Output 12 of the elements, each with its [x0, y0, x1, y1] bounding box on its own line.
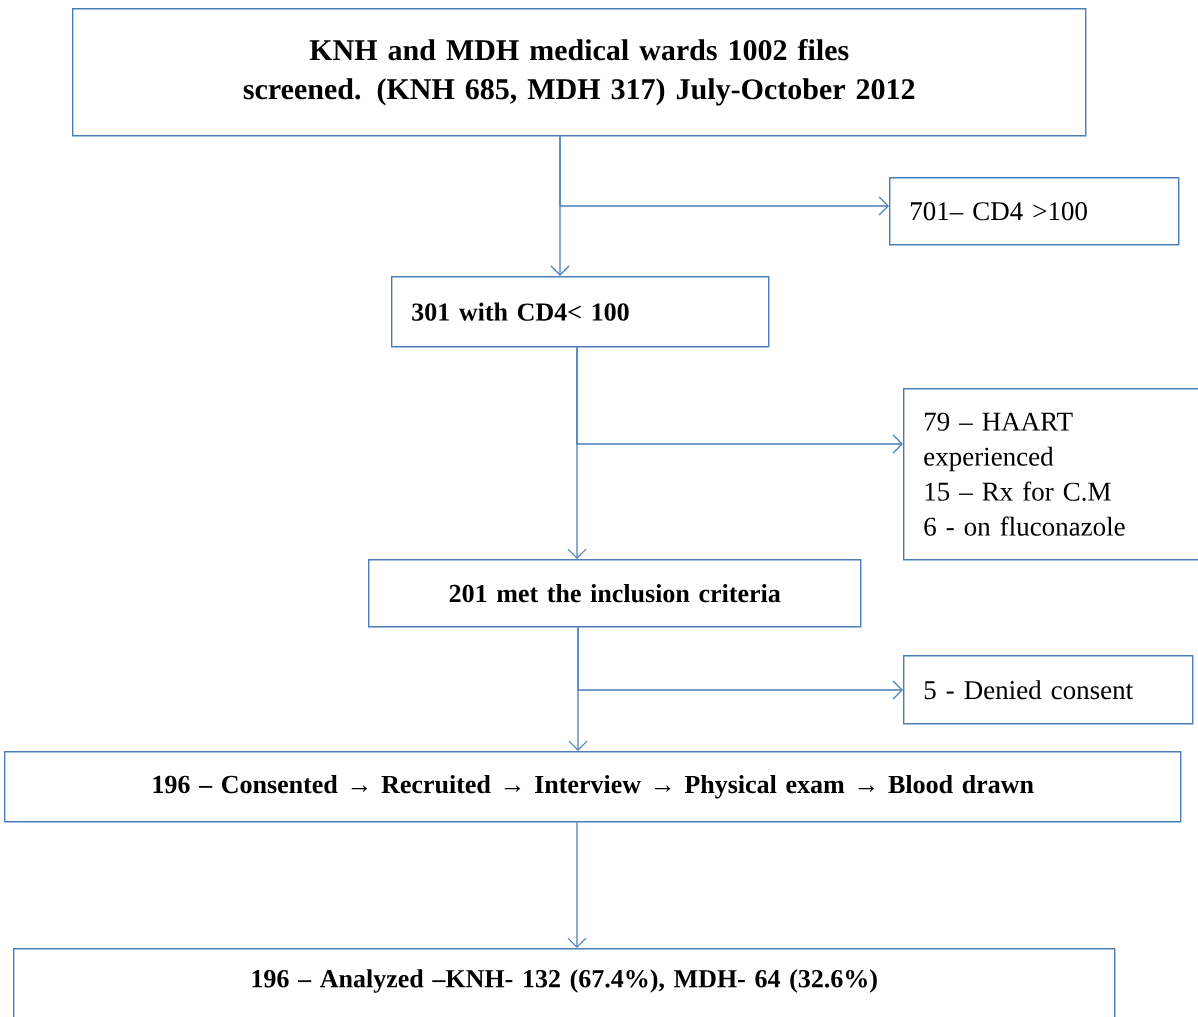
process-box: 201 met the inclusion criteria	[368, 559, 862, 628]
exclusion-box: 5 - Denied consent	[903, 655, 1194, 725]
process-box: 196 – Analyzed –KNH- 132 (67.4%), MDH- 64 (32.6%)	[13, 948, 1116, 1017]
process-box: KNH and MDH medical wards 1002 files screened. (KNH 685, MDH 317) July-October 2012	[72, 8, 1087, 137]
arrow	[576, 346, 903, 454]
arrow	[559, 135, 889, 216]
arrow	[567, 821, 587, 948]
exclusion-box: 79 – HAART experienced 15 – Rx for C.M 6 - on fluconazole	[903, 388, 1198, 561]
arrow	[577, 626, 903, 700]
process-box: 301 with CD4< 100	[391, 276, 770, 348]
exclusion-box: 701– CD4 >100	[889, 177, 1180, 246]
process-box: 196 – Consented → Recruited → Interview → Physical exam → Blood drawn	[4, 751, 1182, 823]
